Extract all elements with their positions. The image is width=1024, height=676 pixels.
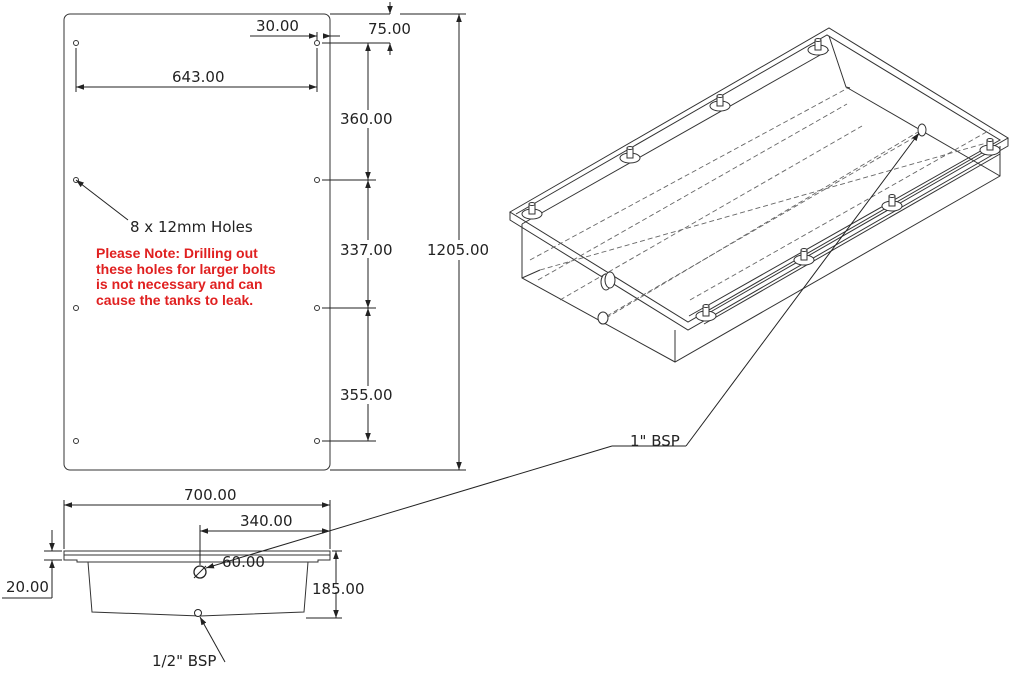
dim-185-label: 185.00	[312, 580, 365, 598]
tank-profile	[63, 550, 331, 617]
isometric-view	[509, 27, 1009, 363]
dim-20-label: 20.00	[6, 578, 49, 596]
mounting-hole	[314, 438, 320, 444]
dim-1205-label: 1205.00	[427, 241, 489, 259]
inlet-label: 1" BSP	[630, 432, 680, 450]
holes-callout: 8 x 12mm Holes	[75, 179, 253, 236]
dim-30-label: 30.00	[256, 17, 299, 35]
dim-643-label: 643.00	[172, 68, 225, 86]
holes-label: 8 x 12mm Holes	[130, 218, 253, 236]
top-view: 30.00 75.00 643.00 360.00	[63, 2, 489, 471]
drain-port	[194, 609, 202, 617]
mounting-holes	[73, 40, 320, 444]
dim-340-label: 340.00	[240, 512, 293, 530]
dim-20: 20.00	[2, 530, 62, 599]
bolt-bosses	[521, 38, 1001, 322]
drain-callout: 1/2" BSP	[152, 616, 226, 670]
dim-337-label: 337.00	[340, 241, 393, 259]
dim-75-label: 75.00	[368, 20, 411, 38]
dim-185: 185.00	[306, 550, 365, 619]
dim-1205: 1205.00	[330, 13, 489, 471]
dim-700-label: 700.00	[184, 486, 237, 504]
drain-label: 1/2" BSP	[152, 652, 216, 670]
dim-75: 75.00	[322, 2, 411, 55]
drilling-note: Please Note: Drilling out these holes fo…	[96, 245, 316, 308]
mounting-hole	[314, 305, 320, 311]
mounting-hole	[73, 305, 79, 311]
mounting-hole	[73, 438, 79, 444]
note-line: cause the tanks to leak.	[96, 291, 254, 308]
note-line: Please Note: Drilling out	[96, 245, 258, 261]
mounting-hole	[314, 40, 320, 46]
inlet-callout: 1" BSP	[205, 132, 920, 569]
dim-60-label: 60.00	[222, 553, 265, 571]
dim-340: 340.00	[199, 512, 330, 565]
dim-360-label: 360.00	[340, 110, 393, 128]
dim-700: 700.00	[63, 486, 331, 549]
plate-outline	[63, 13, 331, 471]
mounting-hole	[314, 177, 320, 183]
dim-vertical-spacing: 360.00 337.00 355.00	[322, 43, 393, 442]
iso-ports	[597, 123, 927, 325]
note-line: these holes for larger bolts	[96, 260, 276, 277]
dim-30: 30.00	[250, 17, 340, 40]
dim-643: 643.00	[75, 48, 318, 92]
mounting-hole	[73, 40, 79, 46]
note-line: is not necessary and can	[96, 276, 263, 292]
side-view: 700.00 340.00 60.00 20.00 185.00	[2, 486, 365, 670]
dim-355-label: 355.00	[340, 386, 393, 404]
